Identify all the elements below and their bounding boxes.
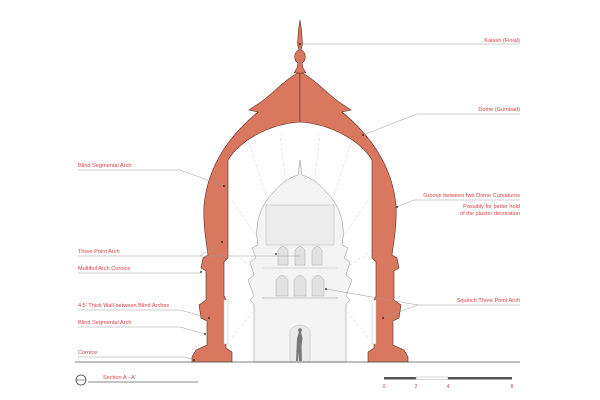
scale-tick-4: 4 <box>447 384 450 390</box>
drawing-mark <box>78 326 206 335</box>
label-squinch-three-point-arch: Squinch Three Point Arch <box>457 298 520 304</box>
finial <box>293 19 307 74</box>
human-figure <box>296 328 303 361</box>
label-thick-wall: 4.5' Thick Wall between Blind Arches <box>78 303 169 309</box>
outer-dome <box>191 19 409 363</box>
drawing-mark <box>78 309 210 319</box>
drawing-mark <box>223 185 225 187</box>
drawing-mark <box>78 241 300 257</box>
scale-tick-2: 2 <box>415 384 418 390</box>
annotations-left: Blind Segmental Arch Three Point Arch Mu… <box>78 163 300 361</box>
drawing-mark <box>299 43 301 45</box>
label-blind-segmental-arch-lower: Blind Segmental Arch <box>78 320 131 326</box>
groove-note-line2: of the plaster decoration <box>460 211 520 217</box>
scale-bar: 0 2 4 8 <box>383 376 514 390</box>
drawing-mark <box>362 134 364 136</box>
drawing-mark <box>223 299 229 345</box>
drawing-mark <box>208 317 210 319</box>
drawing-mark <box>415 376 449 380</box>
groove-note-line1: Possibly for better hold <box>463 204 520 210</box>
scale-tick-8: 8 <box>511 384 514 390</box>
section-title: Section A - A' <box>103 375 136 381</box>
drawing-mark <box>325 288 520 319</box>
drawing-mark <box>275 275 325 297</box>
drawing-mark <box>200 271 202 273</box>
drawing-mark <box>204 333 206 335</box>
drawing-mark <box>191 71 301 363</box>
drawing-mark <box>371 299 377 345</box>
label-multifoil-arch-cornice: Multifoil Arch Cornice <box>78 266 131 272</box>
drawing-mark <box>382 317 384 319</box>
drawing-mark <box>78 169 225 187</box>
annotations-right: Kalash (Finial) Dome (Gumbad) Groove bet… <box>299 38 520 319</box>
drawing-mark <box>193 359 195 361</box>
drawing-mark <box>275 253 277 255</box>
label-blind-segmental-arch-upper: Blind Segmental Arch <box>78 163 131 169</box>
drawing-mark <box>265 204 335 246</box>
label-three-point-arch: Three Point Arch <box>78 249 120 255</box>
scale-tick-0: 0 <box>383 384 386 390</box>
drawing-mark <box>448 377 512 380</box>
label-cornice: Cornice <box>78 350 97 356</box>
label-kalash-finial: Kalash (Finial) <box>484 38 520 44</box>
drawing-mark <box>384 377 416 380</box>
drawing-mark <box>78 356 195 361</box>
drawing-mark <box>325 288 327 290</box>
label-groove: Groove between two Dome Curvatures <box>423 193 520 199</box>
label-dome-gumbad: Dome (Gumbad) <box>478 107 520 113</box>
inner-chhatri <box>247 159 353 363</box>
drawing-mark <box>396 199 520 208</box>
drawing-mark <box>396 206 398 208</box>
drawing-mark <box>221 241 223 243</box>
drawing-mark <box>362 113 520 136</box>
section-marker: Section A - A' <box>75 374 198 386</box>
